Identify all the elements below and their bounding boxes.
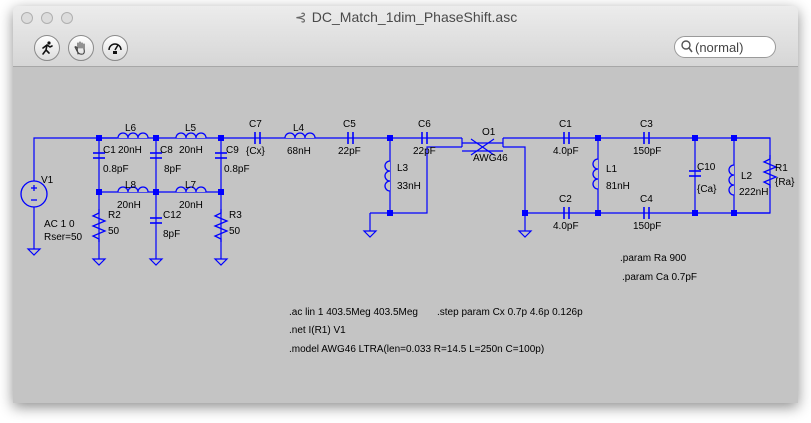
search-field[interactable]: (normal) bbox=[674, 36, 776, 58]
schematic-wires bbox=[20, 132, 778, 266]
o1-value: AWG46 bbox=[473, 153, 508, 164]
c1b-value: 4.0pF bbox=[553, 146, 579, 157]
c2-ref: C2 bbox=[559, 194, 572, 205]
r1-ref: R1 bbox=[775, 163, 788, 174]
probe-button[interactable] bbox=[102, 35, 128, 61]
r2-value: 50 bbox=[108, 226, 120, 237]
c10-ref: C10 bbox=[697, 162, 716, 173]
c3-ref: C3 bbox=[640, 119, 653, 130]
c4-ref: C4 bbox=[640, 194, 653, 205]
c12-value: 8pF bbox=[163, 229, 181, 240]
l1-ref: L1 bbox=[606, 164, 618, 175]
v1-ref: V1 bbox=[41, 175, 54, 186]
l5-value: 20nH bbox=[179, 145, 203, 156]
directive-step[interactable]: .step param Cx 0.7p 4.6p 0.126p bbox=[437, 307, 583, 318]
l2-ref: L2 bbox=[741, 171, 753, 182]
c6-ref: C6 bbox=[418, 119, 431, 130]
c9-ref: C9 bbox=[226, 145, 239, 156]
directive-ac[interactable]: .ac lin 1 403.5Meg 403.5Meg bbox=[289, 307, 418, 318]
c7-value: {Cx} bbox=[246, 146, 265, 157]
c1a-ref: C1 bbox=[103, 145, 116, 156]
l2-value: 222nH bbox=[739, 187, 769, 198]
l1-value: 81nH bbox=[606, 181, 630, 192]
l8-value: 20nH bbox=[117, 200, 141, 211]
r3-ref: R3 bbox=[229, 210, 242, 221]
directive-param-ra[interactable]: .param Ra 900 bbox=[620, 253, 687, 264]
l7-ref: L7 bbox=[185, 180, 197, 191]
c8-value: 8pF bbox=[164, 164, 182, 175]
l5-ref: L5 bbox=[185, 123, 197, 134]
l8-ref: L8 bbox=[125, 180, 137, 191]
o1-ref: O1 bbox=[482, 127, 496, 138]
halt-button[interactable] bbox=[68, 35, 94, 61]
window-title: ⊰DC_Match_1dim_PhaseShift.asc bbox=[13, 9, 798, 26]
r2-ref: R2 bbox=[108, 210, 121, 221]
gauge-icon bbox=[108, 43, 122, 54]
schematic-icon: ⊰ bbox=[294, 9, 307, 25]
l4-value: 68nH bbox=[287, 146, 311, 157]
c6-value: 22pF bbox=[413, 146, 436, 157]
c2-value: 4.0pF bbox=[553, 221, 579, 232]
c5-ref: C5 bbox=[343, 119, 356, 130]
l3-value: 33nH bbox=[397, 181, 421, 192]
c8-ref: C8 bbox=[160, 145, 173, 156]
window-title-text: DC_Match_1dim_PhaseShift.asc bbox=[311, 9, 518, 25]
search-placeholder: (normal) bbox=[695, 40, 744, 55]
v1-rser: Rser=50 bbox=[44, 232, 83, 243]
zoom-button[interactable] bbox=[61, 12, 73, 24]
l4-ref: L4 bbox=[293, 123, 305, 134]
directive-param-ca[interactable]: .param Ca 0.7pF bbox=[622, 272, 698, 283]
run-simulation-button[interactable] bbox=[34, 35, 60, 61]
directive-model[interactable]: .model AWG46 LTRA(len=0.033 R=14.5 L=250… bbox=[289, 344, 545, 355]
l7-value: 20nH bbox=[179, 200, 203, 211]
r1-value: {Ra} bbox=[775, 177, 795, 188]
title-bar: ⊰DC_Match_1dim_PhaseShift.asc bbox=[13, 6, 798, 67]
v1-ac: AC 1 0 bbox=[44, 219, 75, 230]
r3-value: 50 bbox=[229, 226, 241, 237]
c12-ref: C12 bbox=[163, 210, 182, 221]
c7-ref: C7 bbox=[249, 119, 262, 130]
l6-ref: L6 bbox=[125, 123, 137, 134]
close-button[interactable] bbox=[21, 12, 33, 24]
c3-value: 150pF bbox=[633, 146, 662, 157]
search-icon bbox=[681, 40, 693, 53]
c9-value: 0.8pF bbox=[224, 164, 250, 175]
hand-icon bbox=[74, 41, 85, 55]
running-man-icon bbox=[42, 41, 53, 55]
c1a-value: 0.8pF bbox=[103, 164, 129, 175]
l6-value: 20nH bbox=[118, 145, 142, 156]
c4-value: 150pF bbox=[633, 221, 662, 232]
app-window: ⊰DC_Match_1dim_PhaseShift.asc bbox=[13, 6, 798, 403]
directive-net[interactable]: .net I(R1) V1 bbox=[289, 325, 346, 336]
minimize-button[interactable] bbox=[41, 12, 53, 24]
c5-value: 22pF bbox=[338, 146, 361, 157]
c10-value: {Ca} bbox=[697, 184, 717, 195]
c1b-ref: C1 bbox=[559, 119, 572, 130]
l3-ref: L3 bbox=[397, 163, 409, 174]
schematic-canvas[interactable]: V1 AC 1 0 Rser=50 C1 0.8pF L6 20nH C8 8p… bbox=[13, 67, 798, 403]
